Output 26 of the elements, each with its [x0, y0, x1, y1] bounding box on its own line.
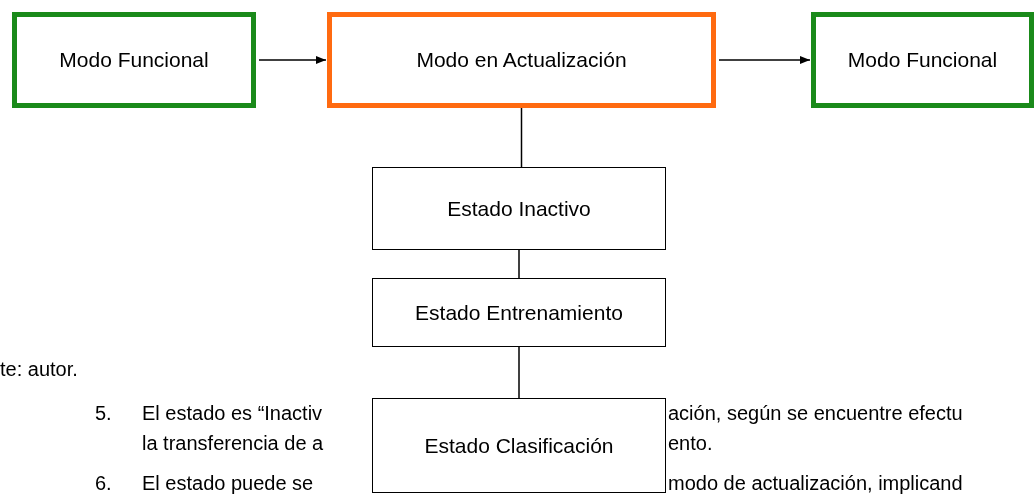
body-text-fragment: ación, según se encuentre efectu	[668, 402, 963, 425]
body-text-fragment: ento.	[668, 432, 713, 455]
state-box	[372, 398, 666, 493]
body-text-fragment: El estado es “Inactiv	[142, 402, 323, 425]
mode-box	[327, 12, 716, 108]
body-text-fragment: la transferencia de a	[142, 432, 324, 455]
box-label: Estado Entrenamiento	[414, 300, 624, 325]
connector-line	[518, 249, 520, 279]
box-label: Modo Funcional	[58, 48, 210, 72]
box-label: Modo Funcional	[846, 48, 999, 72]
body-text-fragment: te: autor.	[0, 358, 78, 381]
body-text-fragment: El estado puede se	[142, 472, 314, 495]
box-label: Estado Clasificación	[423, 433, 615, 458]
connector-line	[520, 107, 523, 168]
arrow	[258, 56, 327, 64]
connector-line	[518, 346, 520, 399]
state-box	[372, 167, 666, 250]
state-box	[372, 278, 666, 347]
body-text-fragment: modo de actualización, implicand	[668, 472, 963, 495]
box-label: Estado Inactivo	[446, 196, 592, 221]
body-text-fragment: 5.	[95, 402, 112, 425]
body-text-fragment: 6.	[95, 472, 112, 495]
mode-box	[12, 12, 256, 108]
arrow	[718, 56, 811, 64]
mode-box	[811, 12, 1034, 108]
box-label: Modo en Actualización	[415, 48, 628, 72]
